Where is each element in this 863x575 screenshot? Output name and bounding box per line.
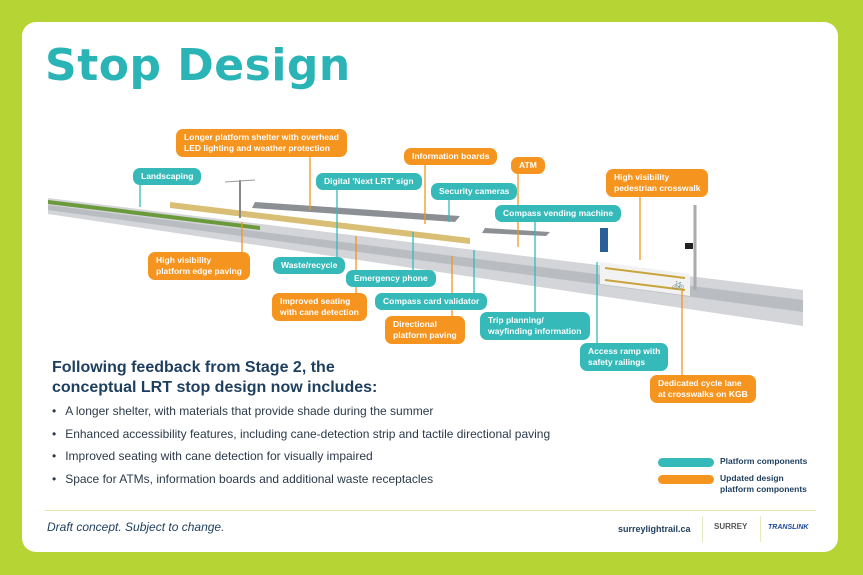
divider bbox=[702, 516, 703, 542]
list-item: Enhanced accessibility features, includi… bbox=[52, 426, 550, 449]
feature-list: A longer shelter, with materials that pr… bbox=[52, 403, 550, 493]
draft-notice: Draft concept. Subject to change. bbox=[47, 520, 225, 534]
list-item: Improved seating with cane detection for… bbox=[52, 448, 550, 471]
footer-divider bbox=[45, 510, 816, 511]
page-title: Stop Design bbox=[45, 40, 351, 91]
surrey-logo: SURREY bbox=[714, 522, 748, 531]
svg-text:🚲: 🚲 bbox=[672, 279, 684, 290]
callout-security-cameras: Security cameras bbox=[431, 183, 518, 200]
legend-swatch-teal bbox=[658, 458, 714, 467]
callout-vending-machine: Compass vending machine bbox=[495, 205, 622, 222]
landscaping-strip bbox=[48, 200, 260, 230]
callout-emergency-phone: Emergency phone bbox=[346, 270, 436, 287]
divider bbox=[760, 516, 761, 542]
legend-swatch-orange bbox=[658, 475, 714, 484]
callout-card-validator: Compass card validator bbox=[375, 293, 488, 310]
callout-information-boards: Information boards bbox=[404, 148, 498, 165]
shelter-roof bbox=[252, 202, 460, 222]
callout-landscaping: Landscaping bbox=[133, 168, 202, 185]
callout-waste-recycle: Waste/recycle bbox=[273, 257, 346, 274]
list-item: Space for ATMs, information boards and a… bbox=[52, 471, 550, 494]
road-illustration: 🚲 bbox=[48, 179, 803, 326]
callout-trip-planning: Trip planning/wayfinding information bbox=[480, 312, 590, 340]
transit-sign bbox=[600, 228, 608, 252]
small-shelter-roof bbox=[482, 228, 550, 236]
list-item: A longer shelter, with materials that pr… bbox=[52, 403, 550, 426]
callout-atm: ATM bbox=[511, 157, 545, 174]
translink-logo: TRANSLINK bbox=[768, 524, 809, 531]
callout-next-lrt-sign: Digital 'Next LRT' sign bbox=[316, 173, 422, 190]
website-link[interactable]: surreylightrail.ca bbox=[618, 524, 691, 534]
legend-platform: Platform components bbox=[720, 456, 808, 466]
